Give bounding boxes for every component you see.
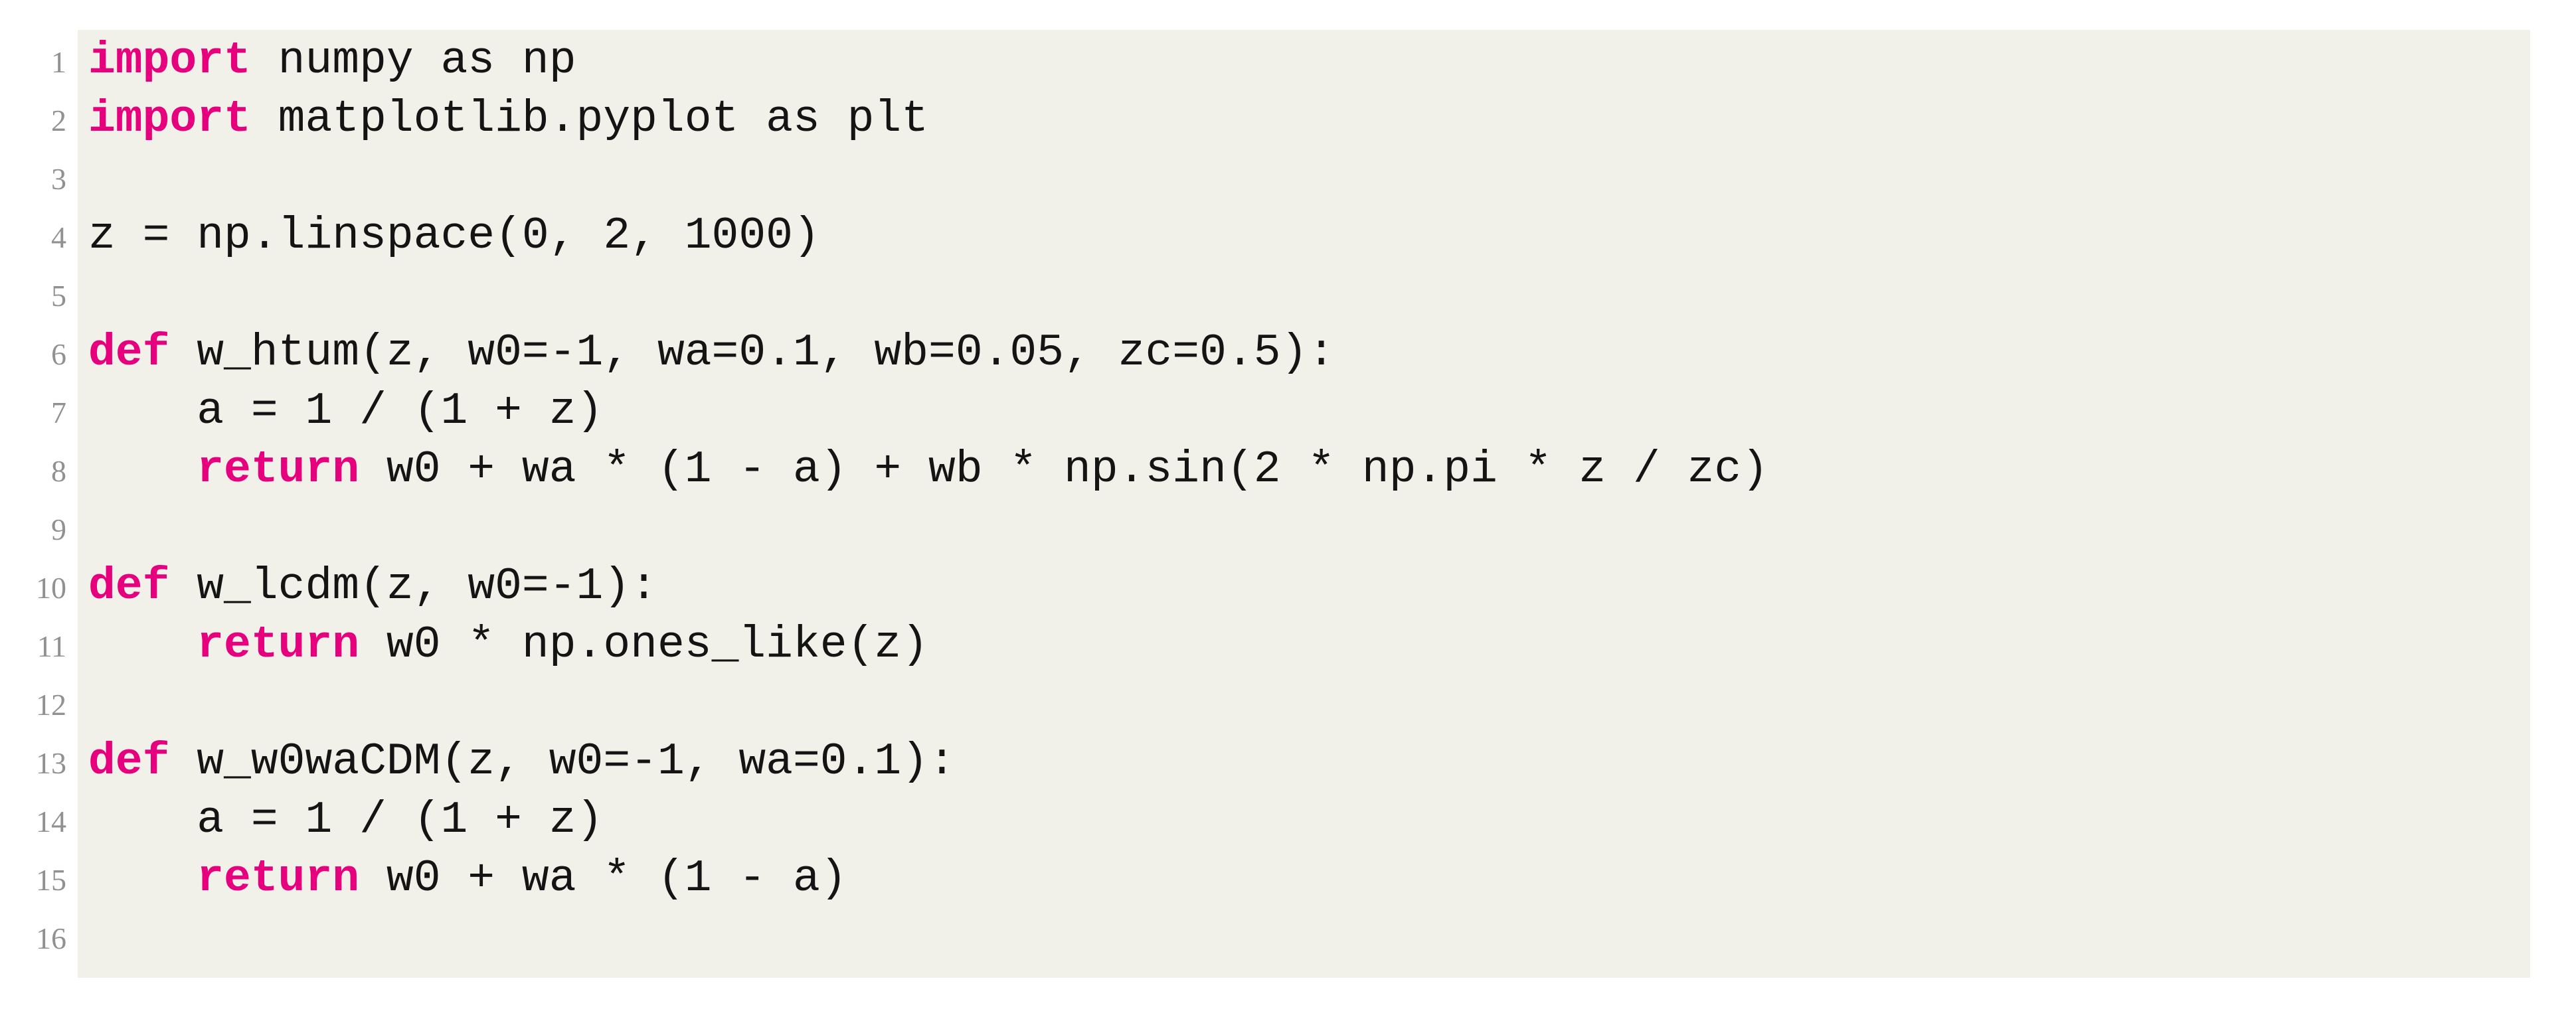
code-token-plain: a = 1 / (1 + z) bbox=[88, 386, 604, 437]
code-text: a = 1 / (1 + z) bbox=[88, 386, 603, 437]
line-number: 6 bbox=[51, 337, 66, 371]
code-token-keyword: import bbox=[88, 94, 251, 145]
code-token-plain: w_lcdm(z, w0=-1): bbox=[169, 561, 657, 612]
code-line: 1 import numpy as np bbox=[0, 32, 2576, 90]
line-number: 15 bbox=[36, 863, 66, 897]
line-number: 9 bbox=[51, 512, 66, 546]
line-number: 13 bbox=[36, 746, 66, 780]
code-line: 15 return w0 + wa * (1 - a) bbox=[0, 850, 2576, 908]
code-line: 14 a = 1 / (1 + z) bbox=[0, 791, 2576, 850]
code-text: a = 1 / (1 + z) bbox=[88, 795, 603, 846]
code-text: def w_lcdm(z, w0=-1): bbox=[88, 561, 657, 612]
code-token-keyword: return bbox=[197, 853, 360, 904]
code-token-plain: w0 + wa * (1 - a) bbox=[359, 853, 847, 904]
code-line: 4 z = np.linspace(0, 2, 1000) bbox=[0, 207, 2576, 266]
line-number: 5 bbox=[51, 279, 66, 313]
code-token-keyword: import bbox=[88, 35, 251, 86]
code-token-keyword: return bbox=[197, 444, 360, 495]
line-number: 11 bbox=[37, 629, 66, 663]
code-token-plain: matplotlib.pyplot as plt bbox=[250, 94, 929, 145]
code-line: 10 def w_lcdm(z, w0=-1): bbox=[0, 558, 2576, 616]
line-number: 16 bbox=[36, 921, 66, 955]
code-token-plain: numpy as np bbox=[250, 35, 576, 86]
code-line: 9 bbox=[0, 499, 2576, 558]
code-text: import matplotlib.pyplot as plt bbox=[88, 94, 928, 145]
code-token-plain: w_w0waCDM(z, w0=-1, wa=0.1): bbox=[169, 736, 956, 787]
code-line: 12 bbox=[0, 674, 2576, 733]
code-line: 16 bbox=[0, 908, 2576, 967]
line-number: 2 bbox=[51, 104, 66, 137]
code-text: return w0 * np.ones_like(z) bbox=[88, 619, 928, 670]
code-token-plain: w_htum(z, w0=-1, wa=0.1, wb=0.05, zc=0.5… bbox=[169, 327, 1335, 378]
line-number: 3 bbox=[51, 162, 66, 196]
code-text: def w_w0waCDM(z, w0=-1, wa=0.1): bbox=[88, 736, 956, 787]
code-text: return w0 + wa * (1 - a) bbox=[88, 853, 847, 904]
code-token-plain: w0 + wa * (1 - a) + wb * np.sin(2 * np.p… bbox=[359, 444, 1769, 495]
line-number: 12 bbox=[36, 688, 66, 722]
code-line: 3 bbox=[0, 149, 2576, 207]
code-line: 7 a = 1 / (1 + z) bbox=[0, 382, 2576, 441]
code-token-plain bbox=[88, 853, 197, 904]
code-token-plain: a = 1 / (1 + z) bbox=[88, 795, 604, 846]
code-token-plain bbox=[88, 444, 197, 495]
code-token-plain: w0 * np.ones_like(z) bbox=[359, 619, 929, 670]
code-token-keyword: return bbox=[197, 619, 360, 670]
code-listing: 1 import numpy as np 2 import matplotlib.py… bbox=[0, 32, 2576, 967]
code-token-keyword: def bbox=[88, 736, 170, 787]
code-token-keyword: def bbox=[88, 327, 170, 378]
code-line: 11 return w0 * np.ones_like(z) bbox=[0, 616, 2576, 674]
line-number: 10 bbox=[36, 571, 66, 605]
code-line: 6 def w_htum(z, w0=-1, wa=0.1, wb=0.05, z… bbox=[0, 324, 2576, 382]
code-text: def w_htum(z, w0=-1, wa=0.1, wb=0.05, zc… bbox=[88, 327, 1335, 378]
code-text: z = np.linspace(0, 2, 1000) bbox=[88, 210, 820, 262]
line-number: 7 bbox=[51, 396, 66, 430]
code-token-plain bbox=[88, 619, 197, 670]
code-text: import numpy as np bbox=[88, 35, 576, 86]
line-number: 14 bbox=[36, 805, 66, 838]
code-line: 5 bbox=[0, 266, 2576, 324]
code-token-keyword: def bbox=[88, 561, 170, 612]
line-number: 4 bbox=[51, 220, 66, 254]
code-text: return w0 + wa * (1 - a) + wb * np.sin(2… bbox=[88, 444, 1768, 495]
line-number: 1 bbox=[51, 45, 66, 79]
code-line: 13 def w_w0waCDM(z, w0=-1, wa=0.1): bbox=[0, 733, 2576, 791]
line-number: 8 bbox=[51, 454, 66, 488]
code-token-plain: z = np.linspace(0, 2, 1000) bbox=[88, 210, 820, 262]
code-line: 2 import matplotlib.pyplot as plt bbox=[0, 90, 2576, 149]
code-line: 8 return w0 + wa * (1 - a) + wb * np.sin… bbox=[0, 441, 2576, 499]
code-block-background bbox=[78, 30, 2530, 978]
